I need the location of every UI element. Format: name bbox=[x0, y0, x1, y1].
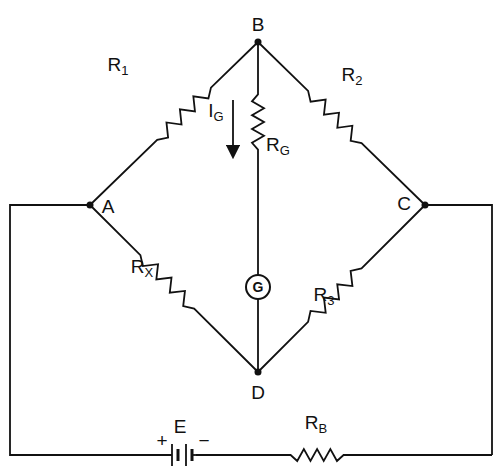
meter-letter: G bbox=[253, 280, 264, 294]
resistor-symbol bbox=[258, 205, 425, 372]
current-arrow bbox=[232, 100, 234, 152]
resistor-symbol bbox=[280, 449, 492, 461]
wire bbox=[425, 205, 492, 455]
resistor-symbol bbox=[90, 42, 258, 205]
circuit-label: R2 bbox=[342, 65, 363, 87]
circuit-label: E bbox=[174, 417, 187, 436]
battery-symbol bbox=[185, 444, 187, 466]
resistor-symbol bbox=[258, 42, 425, 205]
circuit-label: RG bbox=[266, 135, 290, 157]
wire bbox=[192, 454, 196, 456]
circuit-label: IG bbox=[208, 101, 223, 123]
circuit-label: D bbox=[251, 383, 265, 402]
wire bbox=[170, 454, 172, 456]
circuit-label: C bbox=[397, 194, 411, 213]
junction-dot bbox=[255, 369, 262, 376]
circuit-label: RX bbox=[131, 257, 153, 279]
wire bbox=[257, 299, 259, 372]
wire bbox=[196, 454, 280, 456]
circuit-label: R1 bbox=[108, 55, 129, 77]
junction-dot bbox=[255, 39, 262, 46]
junction-dot bbox=[422, 202, 429, 209]
wire bbox=[10, 205, 170, 455]
wire bbox=[257, 180, 259, 275]
battery-symbol bbox=[177, 449, 180, 461]
circuit-label: RB bbox=[305, 413, 327, 435]
circuit-label: B bbox=[252, 15, 265, 34]
circuit-label: R3 bbox=[314, 285, 335, 307]
resistor-symbol bbox=[252, 42, 264, 180]
junction-dot bbox=[87, 202, 94, 209]
circuit-label: A bbox=[102, 197, 115, 216]
resistor-symbol bbox=[90, 205, 258, 372]
galvanometer-circle: G bbox=[245, 274, 271, 300]
circuit-label: − bbox=[198, 431, 209, 450]
circuit-label: + bbox=[156, 431, 167, 450]
